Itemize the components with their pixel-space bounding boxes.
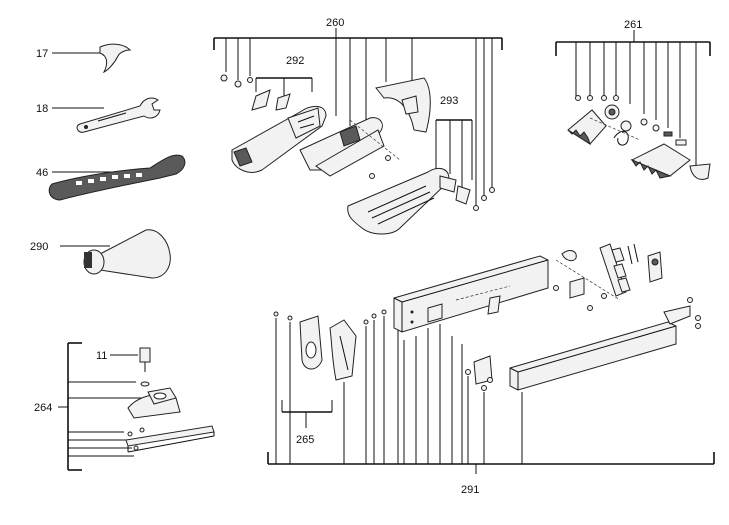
bracket-292: [255, 77, 313, 98]
riving-knife-parts: [567, 95, 711, 180]
bracket-293: [435, 119, 473, 188]
fence-parts: [273, 243, 701, 391]
label-290: 290: [30, 241, 48, 253]
bracket-261: [555, 30, 711, 166]
label-265: 265: [296, 434, 314, 446]
label-46: 46: [36, 167, 48, 179]
blade-guard-parts: [220, 74, 495, 235]
part-17-hook-wrench: [52, 43, 132, 74]
bracket-291: [267, 316, 715, 474]
part-18-spanner: [52, 97, 161, 133]
bracket-260: [213, 28, 503, 206]
part-290-dust-adapter: [60, 229, 171, 279]
label-291: 291: [461, 484, 479, 496]
label-18: 18: [36, 103, 48, 115]
label-264: 264: [34, 402, 52, 414]
label-293: 293: [440, 95, 458, 107]
bracket-264: [58, 342, 148, 471]
miter-gauge-parts: [125, 347, 215, 453]
label-260: 260: [326, 17, 344, 29]
label-261: 261: [624, 19, 642, 31]
label-292: 292: [286, 55, 304, 67]
label-11: 11: [96, 350, 107, 362]
label-17: 17: [36, 48, 48, 60]
part-46-push-stick: [48, 154, 186, 201]
